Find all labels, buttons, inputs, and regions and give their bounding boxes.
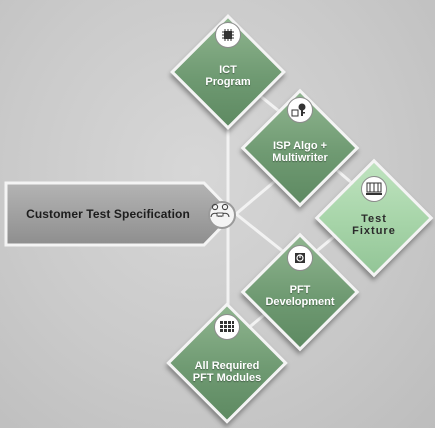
node-ict-program: ICT Program bbox=[170, 14, 286, 130]
module-grid-icon bbox=[214, 314, 240, 340]
customer-test-specification-box: Customer Test Specification bbox=[4, 181, 236, 247]
test-fixture-icon bbox=[361, 176, 387, 202]
spec-label: Customer Test Specification bbox=[26, 207, 190, 221]
node-test-fixture: Test Fixture bbox=[314, 158, 434, 278]
label-line-2: PFT Modules bbox=[192, 372, 262, 384]
spec-arrow-shape bbox=[4, 181, 236, 247]
node-label: Test Fixture bbox=[314, 213, 434, 237]
node-label: ISP Algo + Multiwriter bbox=[240, 140, 360, 164]
node-pft-development: PFT Development bbox=[240, 232, 360, 352]
label-line-1: ISP Algo + bbox=[272, 140, 328, 152]
chip-icon bbox=[215, 22, 241, 48]
key-chip-icon bbox=[287, 97, 313, 123]
node-isp-algo-multiwriter: ISP Algo + Multiwriter bbox=[240, 88, 360, 208]
people-meeting-icon bbox=[208, 201, 236, 229]
label-line-2: Program bbox=[205, 76, 251, 88]
label-line-1: Test bbox=[361, 213, 387, 225]
label-line-1: ICT bbox=[219, 64, 237, 76]
node-label: PFT Development bbox=[240, 284, 360, 308]
label-line-1: All Required bbox=[194, 360, 260, 372]
node-label: All Required PFT Modules bbox=[166, 360, 288, 384]
label-line-2: Development bbox=[265, 296, 335, 308]
node-label: ICT Program bbox=[170, 64, 286, 88]
label-line-2: Multiwriter bbox=[272, 152, 328, 164]
power-chip-icon bbox=[287, 245, 313, 271]
label-line-1: PFT bbox=[289, 284, 311, 296]
node-all-required-pft-modules: All Required PFT Modules bbox=[166, 302, 288, 424]
label-line-2: Fixture bbox=[352, 225, 396, 237]
